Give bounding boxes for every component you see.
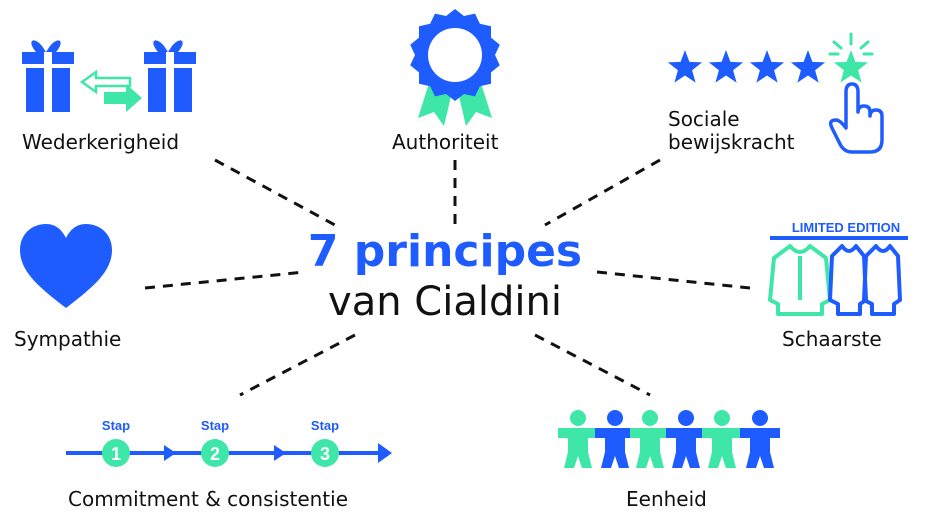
- label-commitment: Commitment & consistentie: [68, 487, 349, 511]
- step-2-label: Stap: [201, 418, 229, 433]
- label-wederkerigheid: Wederkerigheid: [22, 130, 180, 154]
- arrow-right-filled-icon: [104, 84, 142, 112]
- paper-person-icon: [702, 410, 742, 468]
- star-rating-icon: [667, 32, 884, 154]
- gift-right-icon: [144, 40, 196, 112]
- connector-commitment: [239, 333, 356, 397]
- arrow-left-outline-icon: [79, 69, 132, 95]
- step-3-label: Stap: [311, 418, 339, 433]
- connector-sociale-bewijskracht: [544, 158, 661, 227]
- connector-eenheid: [534, 333, 651, 397]
- paper-people-chain-icon: [558, 410, 780, 468]
- paper-person-icon: [740, 410, 780, 468]
- sparkle-icon: [828, 32, 874, 56]
- title-cialdini: van Cialdini: [328, 279, 562, 325]
- heart-icon: [20, 224, 112, 308]
- step-1-number: 1: [111, 444, 121, 464]
- step-3-number: 3: [320, 444, 330, 464]
- paper-person-icon: [666, 410, 706, 468]
- step-1-circle: [102, 439, 130, 467]
- paper-person-icon: [595, 410, 635, 468]
- star-icon: [749, 50, 785, 83]
- paper-person-icon: [558, 410, 598, 468]
- steps-arrow-icon: 1 2 3 Stap Stap Stap: [66, 418, 392, 467]
- label-sympathie: Sympathie: [14, 327, 122, 351]
- shirt-blue-2-icon: [862, 244, 902, 316]
- title-principles: 7 principes: [307, 226, 583, 277]
- paper-person-icon: [630, 410, 670, 468]
- star-icon: [667, 50, 703, 83]
- pointing-hand-icon: [828, 82, 884, 154]
- connector-sympathie: [144, 270, 306, 290]
- connector-schaarste: [596, 270, 751, 290]
- step-3-circle: [311, 439, 339, 467]
- star-icon: [790, 50, 826, 83]
- label-schaarste: Schaarste: [782, 327, 882, 351]
- label-sociale: Sociale: [668, 107, 740, 131]
- star-icon: [708, 50, 744, 83]
- label-eenheid: Eenheid: [626, 487, 707, 511]
- shirt-blue-1-icon: [828, 244, 868, 316]
- award-ribbon-icon: [410, 9, 500, 126]
- star-icon: [833, 50, 869, 83]
- label-authoriteit: Authoriteit: [392, 130, 499, 154]
- shirt-mint-icon: [768, 244, 832, 316]
- limited-edition-badge: LIMITED EDITION: [792, 220, 900, 235]
- step-1-label: Stap: [102, 418, 130, 433]
- clothing-rack-icon: [768, 236, 908, 316]
- step-2-number: 2: [210, 444, 220, 464]
- connector-wederkerigheid: [214, 158, 336, 227]
- gift-left-icon: [22, 40, 74, 112]
- step-2-circle: [201, 439, 229, 467]
- label-bewijskracht: bewijskracht: [668, 130, 795, 154]
- gift-exchange-icon: [22, 40, 196, 112]
